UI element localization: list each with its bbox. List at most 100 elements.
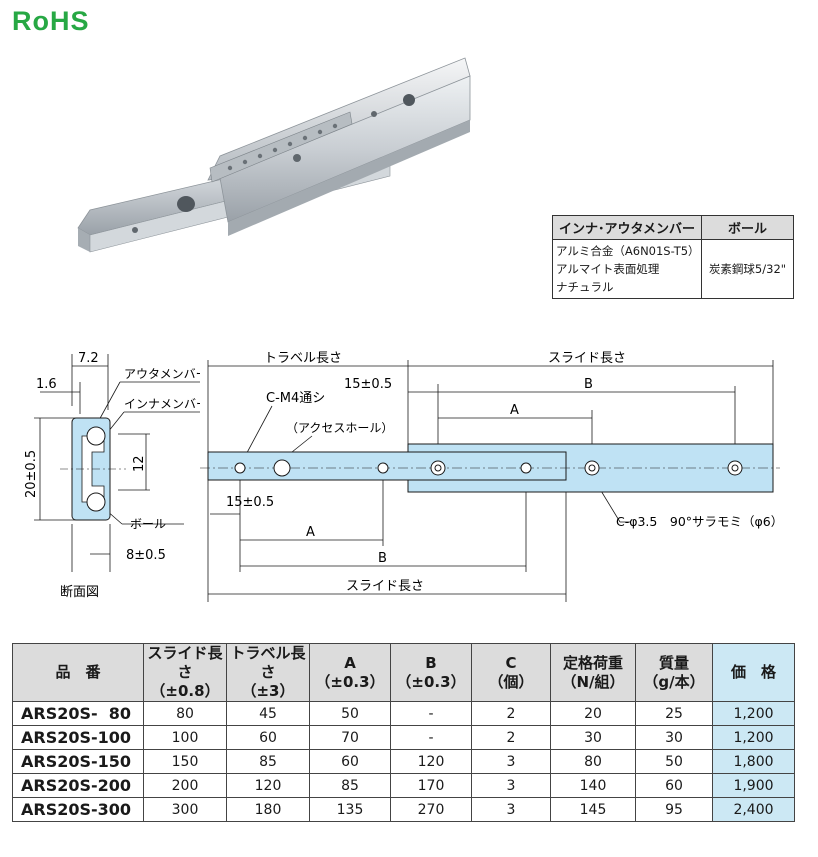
table-cell: 80 (550, 749, 636, 774)
table-cell: 2 (471, 701, 551, 726)
header-text: 品 番 (55, 663, 101, 681)
member-material-line: アルマイト表面処理 (556, 262, 660, 276)
table-cell: 120 (226, 773, 310, 798)
spec-header-row: 品 番 スライド長さ（±0.8） トラベル長さ（±3） A（±0.3） B（±0… (12, 643, 795, 702)
dim-a-top: A (510, 403, 519, 418)
header-text: トラベル長さ (230, 644, 306, 681)
header-text: B (425, 653, 437, 672)
model-cell: ARS20S-200 (12, 773, 144, 798)
rohs-logo: RoHS (12, 6, 90, 36)
table-cell: 85 (226, 749, 310, 774)
dim-b-top: B (584, 377, 593, 392)
header-text: C (505, 653, 517, 672)
label-ball: ボール (130, 517, 166, 531)
model-cell: ARS20S-100 (12, 725, 144, 750)
table-cell: 3 (471, 797, 551, 822)
table-cell: 20 (550, 701, 636, 726)
table-cell: 60 (309, 749, 391, 774)
table-cell: 270 (390, 797, 472, 822)
price-cell: 1,800 (712, 749, 795, 774)
dim-lip: 1.6 (36, 377, 57, 392)
table-cell: 3 (471, 749, 551, 774)
dim-width: 7.2 (78, 351, 99, 366)
price-cell: 1,200 (712, 701, 795, 726)
dim-b-bottom: B (378, 551, 387, 566)
price-cell: 2,400 (712, 797, 795, 822)
table-cell: 2 (471, 725, 551, 750)
material-table: インナ･アウタメンバー ボール アルミ合金（A6N01S-T5） アルマイト表面… (552, 215, 794, 299)
model-cell: ARS20S- 80 (12, 701, 144, 726)
header-text: （N/組） (561, 672, 625, 691)
table-cell: 135 (309, 797, 391, 822)
header-price: 価 格 (712, 643, 795, 702)
table-cell: - (390, 701, 472, 726)
plan-drawing: トラベル長さ スライド長さ 15±0.5 B A C-M4通シ （アクセスホール… (200, 351, 783, 602)
model-cell: ARS20S-150 (12, 749, 144, 774)
header-text: 価 格 (730, 663, 776, 681)
header-model: 品 番 (12, 643, 144, 702)
section-caption: 断面図 (60, 585, 99, 600)
header-text: （個） (488, 672, 534, 691)
label-c-m4: C-M4通シ (266, 391, 325, 406)
table-cell: 30 (635, 725, 713, 750)
header-text: A (344, 653, 356, 672)
table-cell: 95 (635, 797, 713, 822)
price-cell: 1,200 (712, 725, 795, 750)
table-cell: 145 (550, 797, 636, 822)
table-cell: 70 (309, 725, 391, 750)
header-b: B（±0.3） (390, 643, 472, 702)
header-text: （g/本） (643, 672, 705, 691)
header-text: 質量 (658, 653, 689, 672)
header-text: （±0.3） (315, 672, 385, 691)
material-header-member: インナ･アウタメンバー (552, 215, 702, 240)
label-outer-member: アウタメンバー (124, 367, 200, 381)
product-photo (77, 57, 471, 253)
header-mass: 質量（g/本） (635, 643, 713, 702)
header-text: 定格荷重 (562, 653, 623, 672)
table-cell: 60 (635, 773, 713, 798)
dim-15-bottom: 15±0.5 (226, 495, 274, 510)
label-countersink: C-φ3.5 90°サラモミ（φ6） (616, 514, 783, 529)
table-cell: - (390, 725, 472, 750)
table-cell: 300 (143, 797, 227, 822)
ball-material-cell: 炭素鋼球5/32" (701, 239, 794, 299)
table-cell: 170 (390, 773, 472, 798)
price-cell: 1,900 (712, 773, 795, 798)
header-text: （±0.8） (150, 682, 220, 700)
table-cell: 100 (143, 725, 227, 750)
material-header-ball: ボール (701, 215, 794, 240)
table-cell: 200 (143, 773, 227, 798)
model-cell: ARS20S-300 (12, 797, 144, 822)
table-cell: 45 (226, 701, 310, 726)
table-cell: 120 (390, 749, 472, 774)
header-travel-length: トラベル長さ（±3） (226, 643, 310, 702)
label-access-hole: （アクセスホール） (286, 421, 393, 435)
member-material-line: アルミ合金（A6N01S-T5） (556, 244, 700, 258)
dim-slide-length-top: スライド長さ (548, 351, 626, 366)
dim-15-top: 15±0.5 (344, 377, 392, 392)
member-material-cell: アルミ合金（A6N01S-T5） アルマイト表面処理 ナチュラル (552, 239, 702, 299)
header-text: （±0.3） (396, 672, 466, 691)
table-cell: 30 (550, 725, 636, 750)
table-cell: 85 (309, 773, 391, 798)
table-cell: 50 (635, 749, 713, 774)
table-cell: 150 (143, 749, 227, 774)
table-cell: 180 (226, 797, 310, 822)
table-cell: 3 (471, 773, 551, 798)
label-inner-member: インナメンバー (124, 397, 200, 411)
header-rated-load: 定格荷重（N/組） (550, 643, 636, 702)
spec-table: 品 番 スライド長さ（±0.8） トラベル長さ（±3） A（±0.3） B（±0… (12, 643, 795, 822)
table-cell: 50 (309, 701, 391, 726)
dim-offset: 8±0.5 (126, 548, 166, 563)
member-material-line: ナチュラル (556, 280, 614, 294)
header-slide-length: スライド長さ（±0.8） (143, 643, 227, 702)
dim-inner: 12 (132, 455, 147, 472)
dim-travel-length: トラベル長さ (264, 351, 342, 366)
table-cell: 80 (143, 701, 227, 726)
header-text: （±3） (241, 682, 295, 700)
cross-section-drawing: 7.2 1.6 20±0.5 12 8±0.5 アウタメンバー インナメンバー … (24, 351, 200, 600)
